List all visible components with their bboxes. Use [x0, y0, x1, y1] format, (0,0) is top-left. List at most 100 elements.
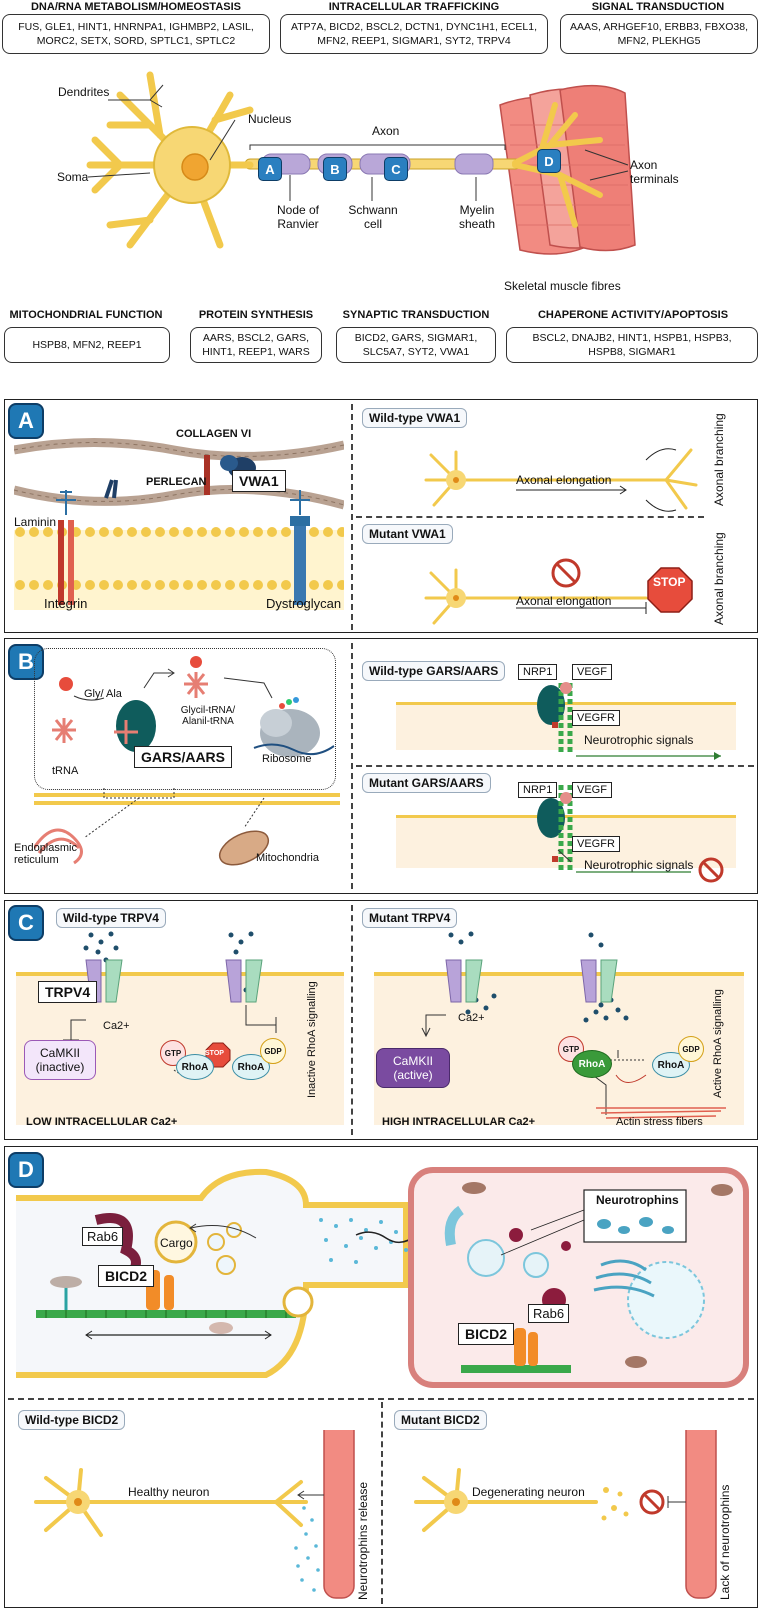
- panel-b: [4, 638, 758, 894]
- panel-b-divider: [351, 643, 353, 889]
- active-rhoa-label: Active RhoA signalling: [712, 989, 724, 1098]
- wt-nrp1-label: NRP1: [518, 664, 558, 680]
- panel-a-hdivider: [356, 516, 704, 518]
- neurotrophins-label: Neurotrophins: [596, 1193, 679, 1207]
- bicd2-label-right: BICD2: [458, 1323, 515, 1345]
- collagen-vi-label: COLLAGEN VI: [176, 428, 252, 440]
- panel-a-mut-title: Mutant VWA1: [362, 524, 453, 544]
- panel-c-mut-title: Mutant TRPV4: [362, 908, 458, 928]
- myelin-sheath-label: Myelin sheath: [458, 203, 496, 231]
- marker-a: A: [258, 157, 282, 181]
- gars-aars-label: GARS/AARS: [134, 746, 233, 768]
- panel-a: [4, 399, 758, 633]
- charged-trna-label: Glycil-tRNA/ Alanil-tRNA: [180, 705, 236, 727]
- panel-b-letter: B: [10, 646, 42, 678]
- gene-box-chaperone: BSCL2, DNAJB2, HINT1, HSPB1, HSPB3, HSPB…: [506, 327, 758, 363]
- node-of-ranvier-label: Node of Ranvier: [276, 203, 320, 231]
- high-ca-label: HIGH INTRACELLULAR Ca2+: [382, 1116, 536, 1128]
- panel-d-wt-title: Wild-type BICD2: [18, 1410, 126, 1430]
- category-title-chaperone: CHAPERONE ACTIVITY/APOPTOSIS: [537, 309, 729, 321]
- panel-a-divider: [351, 404, 353, 630]
- gene-box-dna: FUS, GLE1, HINT1, HNRNPA1, IGHMBP2, LASI…: [2, 14, 270, 54]
- gene-box-synaptic: BICD2, GARS, SIGMAR1, SLC5A7, SYT2, VWA1: [336, 327, 496, 363]
- gtp-badge-wt: GTP: [160, 1040, 186, 1066]
- camkii-active-box: CaMKII (active): [376, 1048, 450, 1088]
- neurotrophins-release-label: Neurotrophins release: [356, 1481, 370, 1600]
- inactive-rhoa-label: Inactive RhoA signalling: [306, 981, 318, 1098]
- panel-a-wt-title: Wild-type VWA1: [362, 408, 468, 428]
- panel-b-synthesis-diagram: [34, 656, 340, 866]
- panel-c-wt-title: Wild-type TRPV4: [56, 908, 166, 928]
- gene-box-trafficking: ATP7A, BICD2, BSCL2, DCTN1, DYNC1H1, ECE…: [280, 14, 548, 54]
- skeletal-muscle-label: Skeletal muscle fibres: [504, 279, 621, 293]
- perlecan-label: PERLECAN: [146, 476, 207, 488]
- panel-c-channel-diagrams: [16, 931, 744, 1125]
- mut-vegf-label: VEGF: [572, 782, 612, 798]
- panel-d-neuron-diagrams: [34, 1430, 717, 1599]
- er-label: Endoplasmic reticulum: [14, 842, 77, 866]
- vwa1-label: VWA1: [232, 470, 286, 492]
- lack-neurotrophins-label: Lack of neurotrophins: [718, 1484, 732, 1600]
- gdp-badge-wt: GDP: [260, 1038, 286, 1064]
- panel-d-hdivider: [8, 1398, 754, 1400]
- mut-branching-label: Axonal branching: [712, 532, 726, 625]
- bicd2-label-left: BICD2: [98, 1265, 155, 1287]
- mut-nrp1-label: NRP1: [518, 782, 558, 798]
- axon-terminals-label: Axon terminals: [630, 158, 679, 186]
- trpv4-label: TRPV4: [38, 981, 98, 1003]
- dendrites-label: Dendrites: [58, 85, 110, 99]
- degenerating-neuron-label: Degenerating neuron: [472, 1485, 585, 1499]
- rhoa-badge-mut-active: RhoA: [572, 1050, 612, 1078]
- category-title-dna: DNA/RNA METABOLISM/HOMEOSTASIS: [30, 1, 241, 13]
- category-title-protein: PROTEIN SYNTHESIS: [198, 309, 314, 321]
- gly-ala-label: Gly/ Ala: [84, 688, 122, 700]
- category-title-synaptic: SYNAPTIC TRANSDUCTION: [342, 309, 490, 321]
- schwann-cell-label: Schwann cell: [348, 203, 398, 231]
- panel-c: [4, 900, 758, 1140]
- mut-elongation-label: Axonal elongation: [516, 594, 612, 608]
- wt-elongation-label: Axonal elongation: [516, 473, 612, 487]
- gtp-badge-mut: GTP: [558, 1036, 584, 1062]
- gene-box-protein: AARS, BSCL2, GARS, HINT1, REEP1, WARS: [190, 327, 322, 363]
- category-title-trafficking: INTRACELLULAR TRAFFICKING: [328, 1, 500, 13]
- panel-c-letter: C: [10, 907, 42, 939]
- stop-label-c: STOP: [205, 1050, 224, 1057]
- laminin-label: Laminin: [14, 515, 57, 529]
- ca-label-mut: Ca2+: [458, 1012, 485, 1024]
- nucleus-label: Nucleus: [248, 112, 292, 126]
- rab6-label-left: Rab6: [82, 1227, 124, 1246]
- mut-vegfr-label: VEGFR: [572, 836, 620, 852]
- marker-c: C: [384, 157, 408, 181]
- mitochondria-label: Mitochondria: [256, 852, 319, 864]
- neuron-diagram: [86, 71, 636, 255]
- panel-b-receptor-diagrams: [396, 680, 736, 883]
- mut-signals-label: Neurotrophic signals: [584, 858, 694, 872]
- rhoa-badge-wt-1: RhoA: [176, 1054, 214, 1080]
- panel-b-hdivider: [356, 765, 754, 767]
- category-title-mito: MITOCHONDRIAL FUNCTION: [9, 309, 163, 321]
- rab6-label-right: Rab6: [528, 1304, 570, 1323]
- category-title-signal: SIGNAL TRANSDUCTION: [591, 1, 725, 13]
- healthy-neuron-label: Healthy neuron: [128, 1485, 210, 1499]
- cargo-label: Cargo: [160, 1236, 193, 1250]
- panel-d-letter: D: [10, 1154, 42, 1186]
- panel-b-mut-title: Mutant GARS/AARS: [362, 773, 491, 793]
- gene-box-mito: HSPB8, MFN2, REEP1: [4, 327, 170, 363]
- marker-b: B: [323, 157, 347, 181]
- gdp-badge-mut: GDP: [678, 1036, 704, 1062]
- panel-c-divider: [351, 905, 353, 1135]
- marker-d: D: [537, 149, 561, 173]
- ca-label-wt: Ca2+: [103, 1020, 130, 1032]
- camkii-inactive-box: CaMKII (inactive): [24, 1040, 96, 1080]
- axon-label: Axon: [372, 124, 400, 138]
- panel-b-synthesis-box: [34, 648, 336, 790]
- soma-label: Soma: [57, 170, 89, 184]
- gene-box-signal: AAAS, ARHGEF10, ERBB3, FBXO38, MFN2, PLE…: [560, 14, 758, 54]
- panel-d-divider: [381, 1402, 383, 1604]
- panel-a-neuron-diagrams: [424, 448, 698, 625]
- panel-a-membrane-diagram: [14, 438, 344, 610]
- wt-signals-label: Neurotrophic signals: [584, 733, 694, 747]
- stop-sign-label: STOP: [653, 575, 686, 589]
- integrin-label: Integrin: [44, 596, 88, 611]
- actin-label: Actin stress fibers: [616, 1116, 703, 1128]
